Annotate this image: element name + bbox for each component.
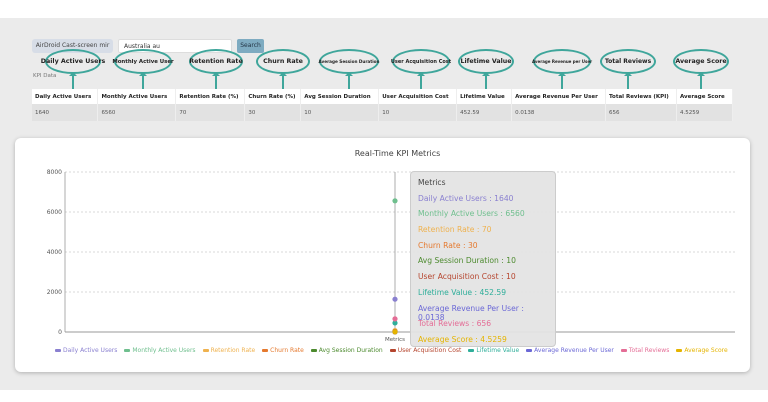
table-cell: 6560 <box>97 104 177 121</box>
data-point <box>392 320 398 326</box>
tooltip-line: Average Score : 4.5259 <box>418 334 507 344</box>
annotation-arrow <box>279 72 287 90</box>
legend-label: Retention Rate <box>210 347 256 354</box>
legend-item[interactable]: Average Score <box>676 347 728 354</box>
annotation-arrow <box>697 72 705 90</box>
column-header: Retention Rate (%) <box>175 89 246 104</box>
chart-card <box>15 138 750 372</box>
legend-marker-icon <box>620 349 627 352</box>
tooltip-line: User Acquisition Cost : 10 <box>418 272 516 282</box>
y-tick-label: 4000 <box>47 249 62 256</box>
legend-item[interactable]: Monthly Active Users <box>124 347 196 354</box>
tooltip-line: Monthly Active Users : 6560 <box>418 209 525 219</box>
y-tick-label: 2000 <box>47 289 62 296</box>
legend-marker-icon <box>202 349 209 352</box>
table-cell: 10 <box>378 104 458 121</box>
tooltip-line: Avg Session Duration : 10 <box>418 256 516 266</box>
table-cell: 10 <box>300 104 380 121</box>
column-header: Average Revenue Per User <box>511 89 607 104</box>
column-header: Avg Session Duration <box>300 89 380 104</box>
y-tick-label: 8000 <box>47 169 62 176</box>
table-caption: KPI Data <box>33 73 57 79</box>
legend-item[interactable]: Lifetime Value <box>468 347 519 354</box>
legend-item[interactable]: User Acquisition Cost <box>389 347 462 354</box>
column-header: Total Reviews (KPI) <box>605 89 677 104</box>
y-tick-label: 0 <box>58 329 62 336</box>
column-header: Monthly Active Users <box>97 89 177 104</box>
legend-item[interactable]: Churn Rate <box>262 347 304 354</box>
legend-label: Total Reviews <box>628 347 670 354</box>
annotation-arrow <box>212 72 220 90</box>
annotation-arrow <box>345 72 353 90</box>
tooltip-line: Average Revenue Per User : 0.0138 <box>418 303 524 322</box>
table-cell: 452.59 <box>456 104 513 121</box>
legend-marker-icon <box>676 349 683 352</box>
table-cell: 0.0138 <box>511 104 607 121</box>
legend-item[interactable]: Avg Session Duration <box>310 347 383 354</box>
tooltip-line: Lifetime Value : 452.59 <box>418 287 507 297</box>
data-point <box>392 296 398 302</box>
legend-marker-icon <box>55 349 61 352</box>
tooltip-line: Total Reviews : 656 <box>418 319 492 329</box>
app-tab-button[interactable]: AirDroid Cast-screen mir <box>32 39 113 53</box>
annotation-arrow <box>139 72 147 90</box>
column-header: Lifetime Value <box>456 89 513 104</box>
legend-label: Average Score <box>684 347 728 354</box>
x-tick-label: Metrics <box>385 337 405 343</box>
legend-marker-icon <box>262 349 269 352</box>
legend-marker-icon <box>526 349 533 352</box>
legend-label: Churn Rate <box>270 347 304 354</box>
legend-label: Monthly Active Users <box>132 347 196 354</box>
annotation-arrow <box>624 72 632 90</box>
search-button[interactable]: Search <box>237 39 264 53</box>
legend-label: Lifetime Value <box>476 347 520 354</box>
chart-title: Real-Time KPI Metrics <box>354 149 441 158</box>
column-header: User Acquisition Cost <box>378 89 458 104</box>
legend-label: Daily Active Users <box>63 347 118 354</box>
legend-label: Average Revenue Per User <box>534 347 614 354</box>
legend-item[interactable]: Retention Rate <box>202 347 256 354</box>
table-cell: 4.5259 <box>676 104 734 121</box>
legend-label: Avg Session Duration <box>318 347 383 354</box>
table-cell: 656 <box>605 104 677 121</box>
data-point <box>392 198 398 204</box>
legend-label: User Acquisition Cost <box>397 347 462 354</box>
legend-item[interactable]: Daily Active Users <box>55 347 117 354</box>
table-cell: 30 <box>244 104 302 121</box>
column-header: Daily Active Users <box>32 89 99 104</box>
legend-item[interactable]: Average Revenue Per User <box>526 347 614 354</box>
table-cell: 70 <box>175 104 246 121</box>
legend-marker-icon <box>310 349 317 352</box>
legend-marker-icon <box>389 349 396 352</box>
chart-legend: Daily Active Users Monthly Active Users Re… <box>55 347 728 354</box>
tooltip-line: Daily Active Users : 1640 <box>418 193 514 203</box>
data-point <box>392 316 398 322</box>
column-header: Churn Rate (%) <box>244 89 302 104</box>
annotation-arrow <box>558 72 566 90</box>
tooltip-line: Retention Rate : 70 <box>418 225 492 235</box>
tooltip-line: Churn Rate : 30 <box>418 240 478 250</box>
tooltip-title: Metrics <box>418 178 446 187</box>
table-cell: 1640 <box>32 104 99 121</box>
annotation-arrow <box>69 72 77 90</box>
legend-item[interactable]: Total Reviews <box>620 347 670 354</box>
annotation-arrow <box>417 72 425 90</box>
y-tick-label: 6000 <box>47 209 62 216</box>
data-point <box>392 329 398 335</box>
legend-marker-icon <box>124 349 131 352</box>
annotation-arrow <box>482 72 490 90</box>
column-header: Average Score <box>676 89 734 104</box>
legend-marker-icon <box>468 349 475 352</box>
